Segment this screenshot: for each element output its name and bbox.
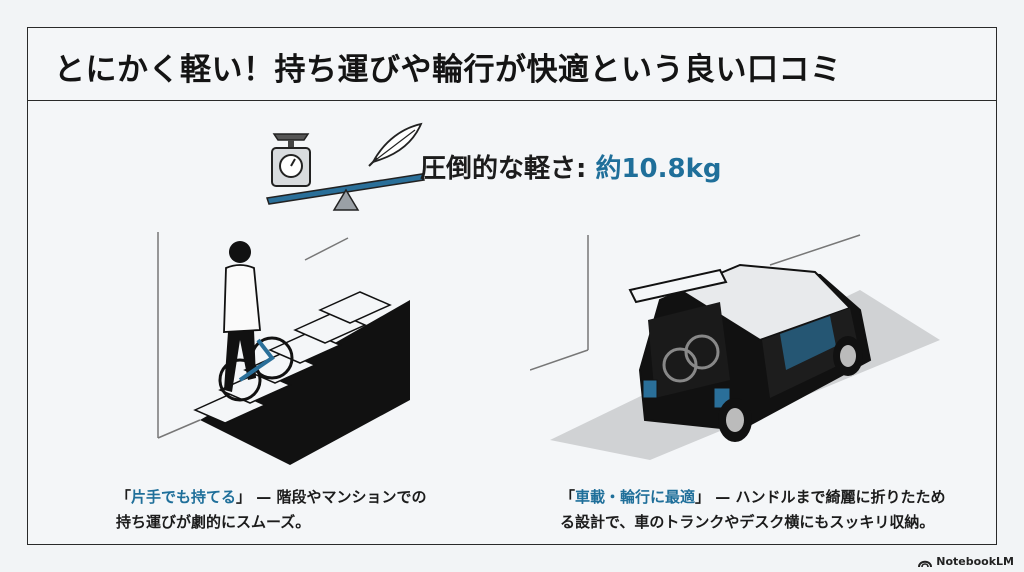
right-caption: 「車載・輪行に最適」 — ハンドルまで綺麗に折りたため る設計で、車のトランクや… [560, 485, 990, 535]
scale-icon [266, 133, 425, 211]
right-text-line2: る設計で、車のトランクやデスク横にもスッキリ収納。 [560, 513, 935, 531]
notebooklm-logo-icon [918, 560, 933, 567]
main-frame: とにかく軽い！持ち運びや輪行が快適という良い口コミ [27, 27, 997, 545]
car-illustration [530, 234, 940, 460]
left-bracket-open: 「 [116, 488, 132, 506]
stairs-illustration [157, 232, 410, 465]
page-title: とにかく軽い！持ち運びや輪行が快適という良い口コミ [54, 52, 842, 88]
left-text-line2: 持ち運びが劇的にスムーズ。 [116, 513, 311, 531]
brand-watermark: NotebookLM [918, 555, 1014, 568]
weight-statement: 圧倒的な軽さ: 約10.8kg [420, 148, 722, 185]
right-text-line1: — ハンドルまで綺麗に折りたため [710, 488, 946, 506]
right-highlight: 車載・輪行に最適 [575, 488, 696, 506]
right-bracket-open: 「 [560, 488, 576, 506]
title-bar: とにかく軽い！持ち運びや輪行が快適という良い口コミ [28, 28, 996, 101]
brand-label: NotebookLM [936, 555, 1014, 568]
weight-value: 約10.8kg [595, 154, 722, 184]
left-bracket-close: 」 [236, 488, 252, 506]
left-caption: 「片手でも持てる」 — 階段やマンションでの 持ち運びが劇的にスムーズ。 [116, 485, 476, 535]
weight-label: 圧倒的な軽さ: [420, 154, 596, 184]
left-highlight: 片手でも持てる [131, 488, 237, 506]
left-text-line1: — 階段やマンションでの [251, 488, 427, 506]
feather-icon [368, 122, 423, 167]
right-bracket-close: 」 [695, 488, 711, 506]
